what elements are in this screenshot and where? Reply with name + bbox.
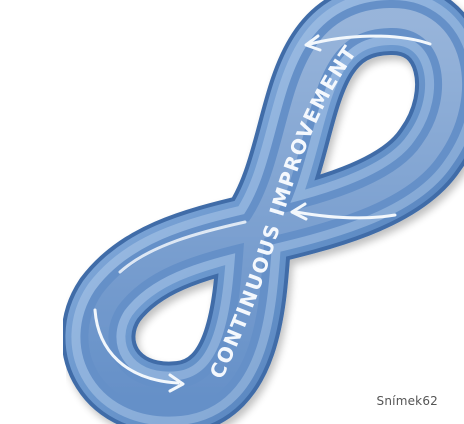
infinity-band [61,0,464,424]
direction-arrows [93,34,432,393]
arrow-center-icon [290,202,397,221]
slide-label: Snímek62 [376,394,438,408]
arrow-top-right-icon [304,34,432,52]
arrow-bottom-left-icon [93,308,185,393]
